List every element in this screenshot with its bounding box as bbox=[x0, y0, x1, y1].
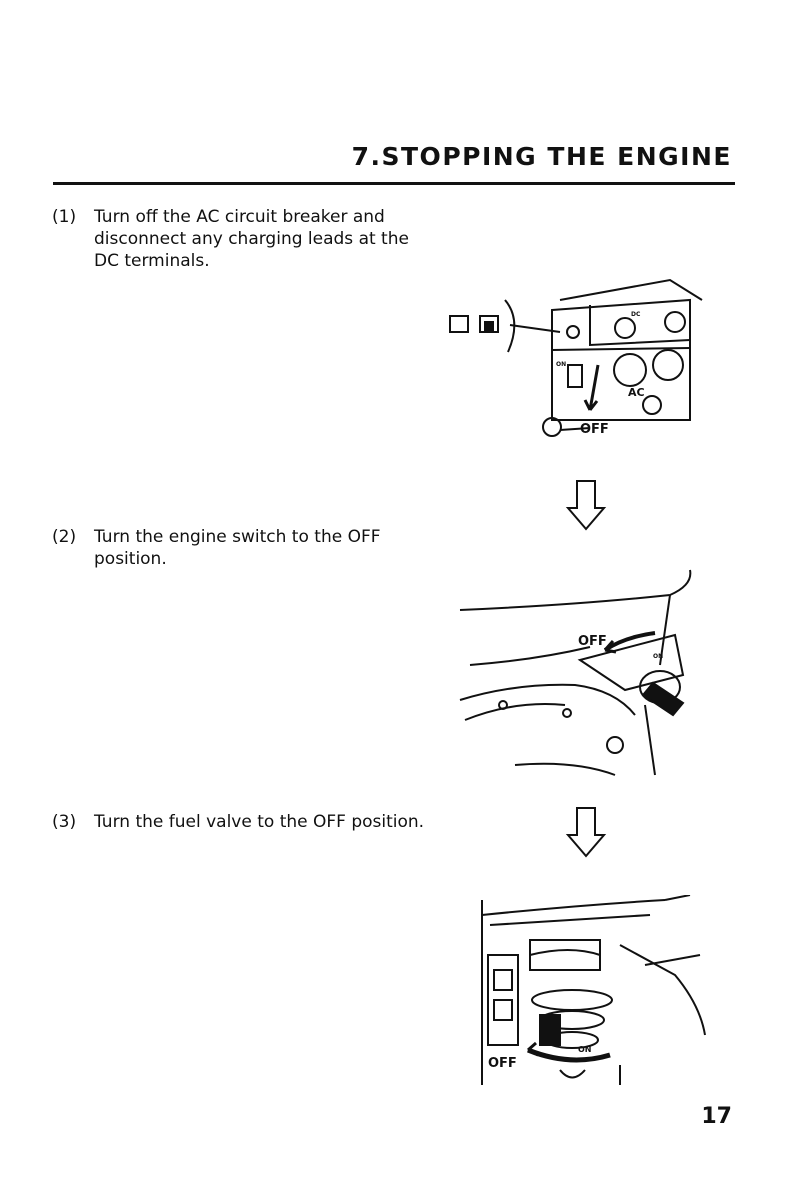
step-3-number: (3) bbox=[52, 811, 76, 833]
step-2-text: Turn the engine switch to the OFF positi… bbox=[94, 526, 432, 570]
fuel-valve-illustration: OFF ON bbox=[470, 895, 710, 1095]
circuit-breaker-illustration: DC ON AC OFF bbox=[440, 270, 710, 450]
down-arrow-icon bbox=[564, 478, 608, 532]
breaker-off-label: OFF bbox=[580, 422, 609, 437]
valve-on-label: ON bbox=[578, 1045, 592, 1054]
step-1-text: Turn off the AC circuit breaker and disc… bbox=[94, 206, 432, 272]
valve-off-label: OFF bbox=[488, 1056, 517, 1071]
dc-label: DC bbox=[631, 311, 641, 318]
header-rule bbox=[53, 182, 735, 185]
step-2: (2) Turn the engine switch to the OFF po… bbox=[52, 526, 432, 570]
step-2-number: (2) bbox=[52, 526, 76, 548]
step-1-number: (1) bbox=[52, 206, 76, 228]
page-title: 7.STOPPING THE ENGINE bbox=[352, 142, 732, 171]
breaker-on-label: ON bbox=[556, 361, 566, 368]
down-arrow-icon bbox=[564, 805, 608, 859]
step-1: (1) Turn off the AC circuit breaker and … bbox=[52, 206, 432, 272]
engine-switch-illustration: OFF ON bbox=[455, 565, 710, 780]
switch-on-label: ON bbox=[653, 653, 663, 660]
step-3: (3) Turn the fuel valve to the OFF posit… bbox=[52, 811, 432, 833]
step-3-text: Turn the fuel valve to the OFF position. bbox=[94, 811, 432, 833]
page-number: 17 bbox=[701, 1104, 732, 1129]
switch-off-label: OFF bbox=[578, 634, 607, 649]
ac-label: AC bbox=[628, 386, 645, 399]
